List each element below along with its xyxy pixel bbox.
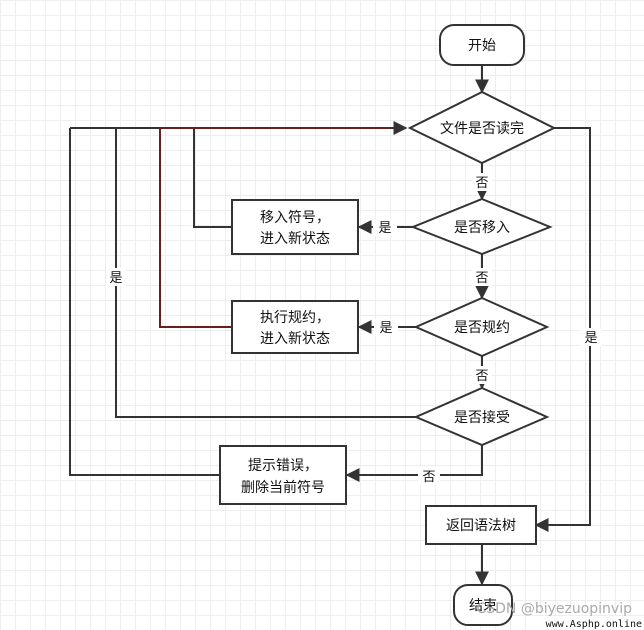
error-box-line-2: 删除当前符号 xyxy=(241,479,325,496)
reduce-box-line-1: 执行规约， xyxy=(260,310,330,326)
file-done-diamond xyxy=(407,90,557,165)
shift-box-shape xyxy=(231,199,359,255)
error-box-line-1: 提示错误， xyxy=(248,458,318,474)
reduce-box-line-2: 进入新状态 xyxy=(260,331,330,347)
reduce-box-shape xyxy=(231,300,359,354)
file-done-label: 文件是否读完 xyxy=(440,120,524,137)
shift-q-diamond xyxy=(410,197,553,256)
edge-accept-yes-loop xyxy=(115,128,416,418)
accept-q-label: 是否接受 xyxy=(454,409,510,426)
edge-label-accept-no: 否 xyxy=(422,470,435,485)
edge-file-done-to-return-tree xyxy=(534,127,591,532)
csdn-watermark: CSDN @biyezuopinvip xyxy=(476,601,632,617)
edge-reduce-box-loop xyxy=(159,127,390,328)
edge-label-accept-yes: 是 xyxy=(109,271,122,286)
edge-label-reduce-yes: 是 xyxy=(379,321,392,336)
edge-error-box-loop xyxy=(69,128,220,476)
error-box-shape xyxy=(219,445,347,505)
edge-label-shift-no: 否 xyxy=(475,271,488,286)
end-node-shape xyxy=(453,584,513,626)
accept-q-diamond xyxy=(413,386,550,447)
return-tree-label: 返回语法树 xyxy=(446,518,516,534)
edge-shift-box-loop xyxy=(193,128,232,228)
edge-accept-no-to-error-box xyxy=(345,445,483,482)
edge-label-reduce-no: 否 xyxy=(475,369,488,384)
edge-label-file-no: 否 xyxy=(475,176,488,191)
shift-box-line-2: 进入新状态 xyxy=(260,231,330,247)
end-node-label: 结束 xyxy=(469,598,497,614)
site-watermark: www.Asphp.online xyxy=(546,619,642,630)
shift-box-line-1: 移入符号， xyxy=(260,210,330,226)
reduce-q-diamond xyxy=(413,296,550,358)
edge-label-file-yes: 是 xyxy=(584,331,597,346)
shift-q-label: 是否移入 xyxy=(454,220,510,236)
edge-label-shift-yes: 是 xyxy=(378,221,391,236)
start-node-shape xyxy=(439,24,525,66)
start-node-label: 开始 xyxy=(468,38,496,54)
reduce-q-label: 是否规约 xyxy=(454,320,510,336)
return-tree-shape xyxy=(425,505,537,545)
